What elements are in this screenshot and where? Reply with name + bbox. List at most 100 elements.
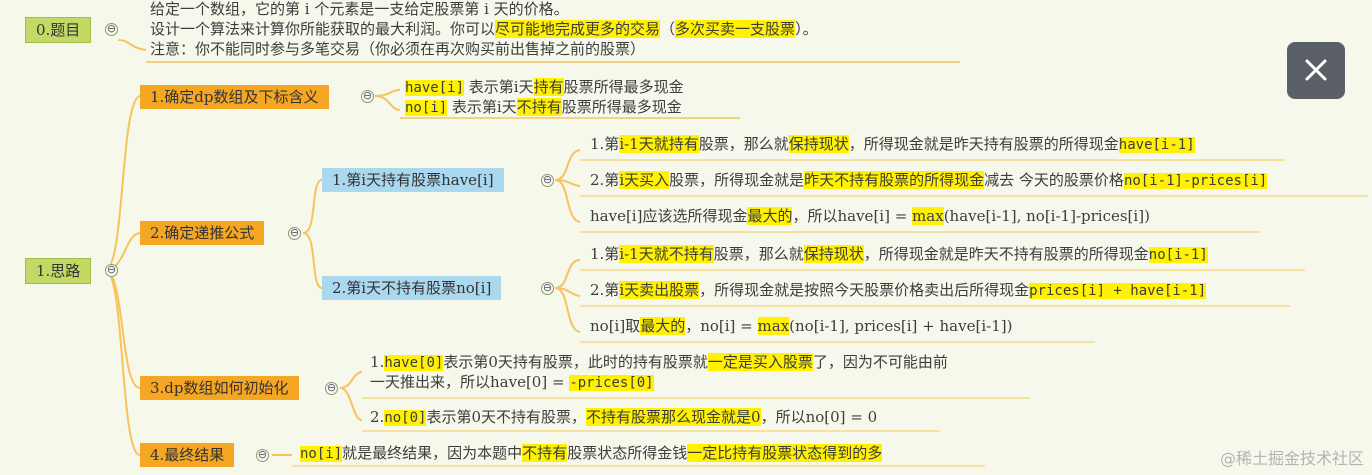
highlight-run: 保持现状 bbox=[803, 245, 864, 263]
code-run: no[0] bbox=[384, 410, 427, 426]
branch-line bbox=[554, 179, 581, 223]
collapse-topic-icon[interactable]: ⊖ bbox=[105, 22, 118, 36]
recurrence-label: 2.确定递推公式 bbox=[150, 224, 255, 242]
text-run: 表示第i天 bbox=[447, 98, 517, 116]
init-item-2: 2.no[0]表示第0天不持有股票，不持有股票那么现金就是0，所以no[0] =… bbox=[370, 408, 877, 428]
text-run: （ bbox=[660, 20, 676, 38]
branch-line bbox=[554, 149, 581, 181]
collapse-dp-definition-icon[interactable]: ⊖ bbox=[361, 89, 374, 103]
highlight-run: 不持有 bbox=[522, 444, 568, 462]
code-run: have[i] bbox=[405, 80, 465, 96]
highlight-run: i天卖出股票 bbox=[619, 281, 700, 299]
no-label: 2.第i天不持有股票no[i] bbox=[332, 279, 492, 297]
text-run: have[i]应该选所得现金 bbox=[590, 207, 748, 225]
problem-line-1: 给定一个数组，它的第 i 个元素是一支给定股票第 i 天的价格。 bbox=[150, 0, 569, 18]
text-run: 表示第0天持有股票，此时的持有股票就 bbox=[443, 353, 708, 371]
have-node[interactable]: 1.第i天持有股票have[i] bbox=[322, 168, 504, 192]
problem-line-2: 设计一个算法来计算你所能获取的最大利润。你可以尽可能地完成更多的交易（多次买卖一… bbox=[150, 20, 818, 39]
text-run: ，no[i] = bbox=[685, 317, 758, 335]
highlight-run: 多次买卖一支股票 bbox=[675, 20, 796, 38]
no-definition: no[i] 表示第i天不持有股票所得最多现金 bbox=[405, 98, 682, 118]
dp-definition-node[interactable]: 1.确定dp数组及下标含义 bbox=[140, 85, 329, 109]
text-run: 1. bbox=[370, 353, 385, 371]
text-run: 股票所得最多现金 bbox=[561, 98, 682, 116]
no-item-3: no[i]取最大的，no[i] = max(no[i-1], prices[i]… bbox=[590, 317, 1012, 336]
branch-line bbox=[374, 89, 401, 97]
text-run: 2.第 bbox=[590, 281, 620, 299]
branch-line bbox=[117, 39, 147, 51]
collapse-idea-icon[interactable]: ⊖ bbox=[105, 263, 118, 277]
no-node[interactable]: 2.第i天不持有股票no[i] bbox=[322, 276, 502, 300]
text-run: 2. bbox=[370, 408, 385, 426]
highlight-run: 一定是买入股票 bbox=[707, 353, 813, 371]
text-run: 股票所得最多现金 bbox=[563, 78, 684, 96]
highlight-run: 最大的 bbox=[747, 207, 793, 225]
highlight-run: 最大的 bbox=[640, 317, 686, 335]
branch-line bbox=[339, 371, 363, 389]
initialization-label: 3.dp数组如何初始化 bbox=[150, 379, 289, 397]
final-result-label: 4.最终结果 bbox=[150, 446, 225, 464]
close-icon bbox=[1305, 59, 1327, 81]
text-run: ，所得现金就是昨天持有股票的所得现金 bbox=[848, 135, 1119, 153]
text-run: ，所得现金就是昨天不持有股票的所得现金 bbox=[863, 245, 1149, 263]
code-run: no[i] bbox=[300, 446, 343, 462]
close-button[interactable] bbox=[1287, 42, 1345, 99]
text-run: 表示第0天不持有股票， bbox=[426, 408, 587, 426]
text-run: 股票状态所得金钱 bbox=[567, 444, 688, 462]
collapse-initialization-icon[interactable]: ⊖ bbox=[325, 381, 338, 395]
initialization-node[interactable]: 3.dp数组如何初始化 bbox=[140, 376, 299, 400]
collapse-have-icon[interactable]: ⊖ bbox=[541, 173, 554, 187]
highlight-run: 持有 bbox=[533, 78, 564, 96]
code-run: -prices[0] bbox=[569, 375, 654, 391]
branch-line bbox=[104, 95, 141, 271]
text-run: 股票，所得现金就是 bbox=[669, 171, 805, 189]
text-run: (have[i-1], no[i-1]-prices[i]) bbox=[943, 207, 1150, 225]
highlight-run: 昨天不持有股票的所得现金 bbox=[804, 171, 985, 189]
code-run: no[i] bbox=[405, 100, 448, 116]
have-item-1: 1.第i-1天就持有股票，那么就保持现状，所得现金就是昨天持有股票的所得现金ha… bbox=[590, 135, 1195, 155]
text-run: 股票，那么就 bbox=[698, 135, 789, 153]
highlight-run: i-1天就不持有 bbox=[619, 245, 714, 263]
text-run: no[i]取 bbox=[590, 317, 641, 335]
highlight-run: i天买入 bbox=[619, 171, 670, 189]
branch-line bbox=[302, 232, 323, 289]
topic-node[interactable]: 0.题目 bbox=[25, 17, 92, 43]
text-run: ，所得现金就是按照今天股票价格卖出后所得现金 bbox=[699, 281, 1030, 299]
collapse-final-result-icon[interactable]: ⊖ bbox=[256, 448, 269, 462]
no-item-1: 1.第i-1天就不持有股票，那么就保持现状，所得现金就是昨天不持有股票的所得现金… bbox=[590, 245, 1208, 265]
final-result-text: no[i]就是最终结果，因为本题中不持有股票状态所得金钱一定比持有股票状态得到的… bbox=[300, 444, 883, 464]
dp-definition-label: 1.确定dp数组及下标含义 bbox=[150, 88, 319, 106]
collapse-recurrence-icon[interactable]: ⊖ bbox=[288, 226, 301, 240]
text-run: 设计一个算法来计算你所能获取的最大利润。你可以 bbox=[150, 20, 496, 38]
highlight-run: 不持有股票那么现金就是0 bbox=[586, 408, 761, 426]
highlight-run: max bbox=[757, 317, 790, 335]
branch-line bbox=[554, 259, 581, 289]
text-run: 1.第 bbox=[590, 135, 620, 153]
init-item-1-line-1: 1.have[0]表示第0天持有股票，此时的持有股票就一定是买入股票了，因为不可… bbox=[370, 353, 948, 373]
text-run: 一天推出来，所以have[0] = bbox=[370, 373, 570, 391]
text-run: 减去 今天的股票价格 bbox=[984, 171, 1124, 189]
text-run: (no[i-1], prices[i] + have[i-1]) bbox=[789, 317, 1013, 335]
have-item-2: 2.第i天买入股票，所得现金就是昨天不持有股票的所得现金减去 今天的股票价格no… bbox=[590, 171, 1268, 191]
idea-node[interactable]: 1.思路 bbox=[25, 258, 92, 284]
have-item-3: have[i]应该选所得现金最大的，所以have[i] = max(have[i… bbox=[590, 207, 1150, 226]
code-run: no[i-1]-prices[i] bbox=[1123, 173, 1268, 189]
highlight-run: i-1天就持有 bbox=[619, 135, 699, 153]
text-run: 了，因为不可能由前 bbox=[812, 353, 948, 371]
recurrence-node[interactable]: 2.确定递推公式 bbox=[140, 221, 265, 245]
collapse-no-icon[interactable]: ⊖ bbox=[541, 281, 554, 295]
no-item-2: 2.第i天卖出股票，所得现金就是按照今天股票价格卖出后所得现金prices[i]… bbox=[590, 281, 1207, 301]
code-run: have[0] bbox=[384, 355, 444, 371]
highlight-run: 尽可能地完成更多的交易 bbox=[495, 20, 661, 38]
final-result-node[interactable]: 4.最终结果 bbox=[140, 443, 235, 467]
text-run: 1.第 bbox=[590, 245, 620, 263]
text-run: 股票，那么就 bbox=[713, 245, 804, 263]
code-run: prices[i] + have[i-1] bbox=[1029, 283, 1207, 299]
highlight-run: max bbox=[912, 207, 944, 225]
text-run: ，所以no[0] = 0 bbox=[760, 408, 878, 426]
branch-line bbox=[302, 179, 323, 234]
text-run: 表示第i天 bbox=[464, 78, 534, 96]
idea-label: 1.思路 bbox=[36, 262, 81, 280]
branch-line bbox=[554, 287, 581, 333]
